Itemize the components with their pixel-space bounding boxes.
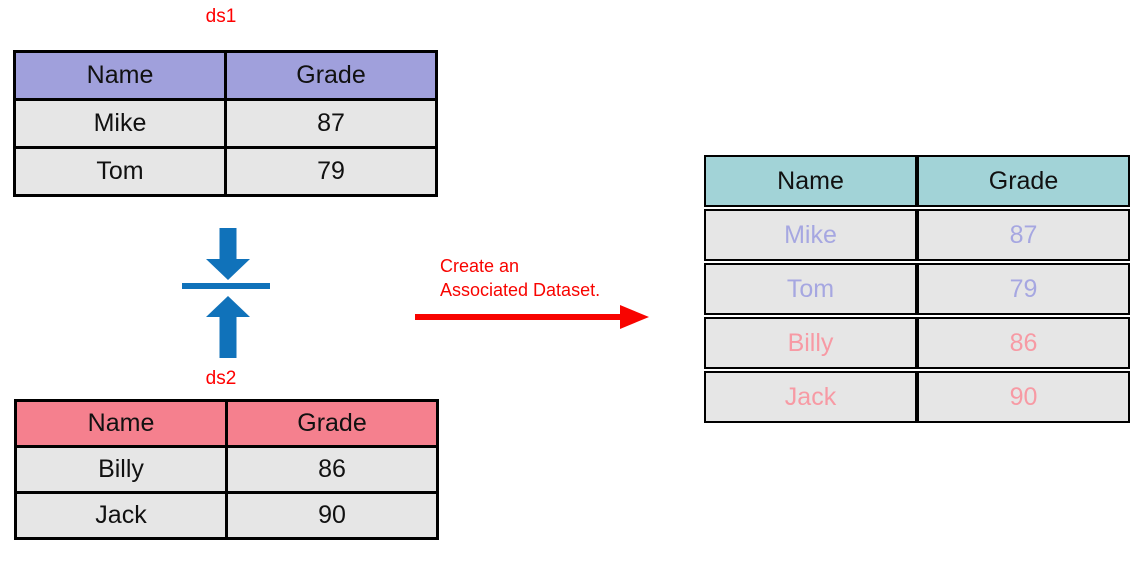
- result-cell-name: Billy: [704, 317, 917, 369]
- table-row: Jack 90: [14, 491, 439, 540]
- ds1-cell-grade: 79: [224, 146, 438, 197]
- ds2-label: ds2: [205, 368, 237, 389]
- merge-up-arrow-shaft: [219, 317, 237, 358]
- result-cell-grade: 90: [917, 371, 1130, 423]
- table-row: Tom 79: [704, 263, 1130, 315]
- result-table: Name Grade Mike 87 Tom 79 Billy 86 Jack …: [704, 153, 1130, 425]
- result-cell-name: Mike: [704, 209, 917, 261]
- ds2-header-grade: Grade: [225, 399, 439, 448]
- annotation-line1: Create an: [440, 256, 520, 276]
- ds1-table: Name Grade Mike 87 Tom 79: [13, 50, 438, 197]
- create-dataset-arrow-icon: [415, 305, 649, 329]
- ds2-cell-grade: 90: [225, 491, 439, 540]
- annotation-line2: Associated Dataset.: [440, 280, 601, 300]
- ds1-header-name: Name: [13, 50, 227, 101]
- result-header-name: Name: [704, 155, 917, 207]
- ds2-cell-name: Jack: [14, 491, 228, 540]
- result-cell-name: Tom: [704, 263, 917, 315]
- table-row: Billy 86: [704, 317, 1130, 369]
- ds1-cell-name: Tom: [13, 146, 227, 197]
- merge-icon: [182, 228, 270, 358]
- ds1-label: ds1: [205, 6, 237, 27]
- result-header-grade: Grade: [917, 155, 1130, 207]
- ds2-cell-name: Billy: [14, 445, 228, 494]
- merge-down-arrow-shaft: [219, 228, 237, 259]
- annotation-text: Create an Associated Dataset.: [440, 254, 600, 302]
- merge-up-arrowhead: [206, 296, 250, 317]
- arrowhead: [620, 305, 649, 329]
- ds2-cell-grade: 86: [225, 445, 439, 494]
- result-cell-grade: 79: [917, 263, 1130, 315]
- table-row: Mike 87: [704, 209, 1130, 261]
- table-row: Mike 87: [13, 98, 438, 149]
- ds2-header-name: Name: [14, 399, 228, 448]
- ds1-header-grade: Grade: [224, 50, 438, 101]
- ds1-cell-grade: 87: [224, 98, 438, 149]
- result-cell-grade: 87: [917, 209, 1130, 261]
- merge-line: [182, 283, 270, 289]
- ds2-table: Name Grade Billy 86 Jack 90: [14, 399, 439, 540]
- result-cell-name: Jack: [704, 371, 917, 423]
- table-row: Billy 86: [14, 445, 439, 494]
- ds1-header-row: Name Grade: [13, 50, 438, 101]
- result-cell-grade: 86: [917, 317, 1130, 369]
- result-header-row: Name Grade: [704, 155, 1130, 207]
- table-row: Jack 90: [704, 371, 1130, 423]
- table-row: Tom 79: [13, 146, 438, 197]
- ds1-cell-name: Mike: [13, 98, 227, 149]
- merge-down-arrowhead: [206, 259, 250, 280]
- ds2-header-row: Name Grade: [14, 399, 439, 448]
- arrow-shaft: [415, 314, 623, 320]
